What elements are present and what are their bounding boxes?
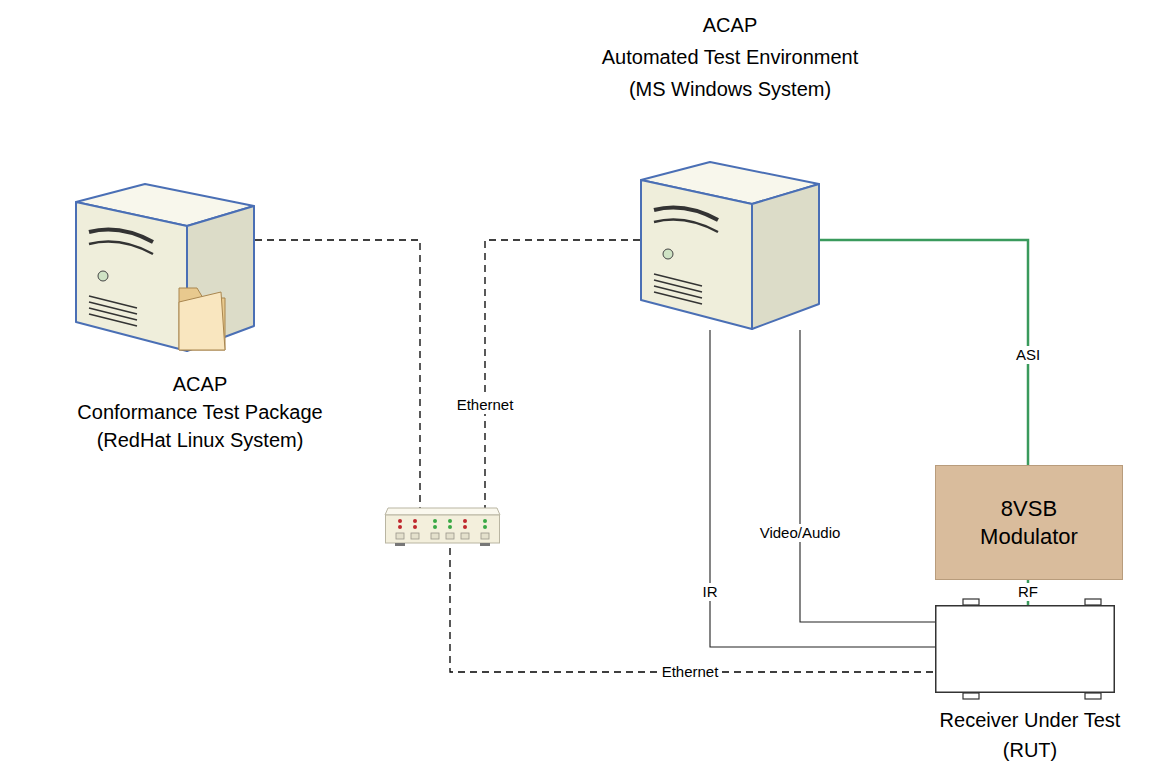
vent-line bbox=[89, 296, 137, 308]
label-holder: Conformance Test Package (RedHat Linux S… bbox=[68, 398, 333, 454]
ethernet-cable bbox=[450, 548, 935, 672]
status-led bbox=[463, 525, 467, 529]
test-environment-server: ACAPAutomated Test Environment (MS Windo… bbox=[585, 5, 875, 335]
switch-foot bbox=[395, 543, 405, 546]
modulator-box: 8VSB Modulator bbox=[935, 465, 1123, 580]
folder-icon bbox=[179, 288, 225, 350]
connector-label: Video/Audio bbox=[757, 524, 844, 542]
label-holder: ACAP bbox=[585, 9, 875, 41]
node-label: Conformance Test Package (RedHat Linux S… bbox=[68, 398, 333, 454]
connector-label-holder: ASI bbox=[1013, 346, 1043, 364]
switch-top bbox=[385, 508, 500, 515]
vent-line bbox=[89, 308, 137, 320]
connector-label-holder: Ethernet bbox=[454, 396, 517, 414]
connector-label-holder: Ethernet bbox=[659, 663, 722, 681]
vent-line bbox=[89, 314, 137, 326]
signal-wire bbox=[800, 330, 935, 622]
network-port bbox=[446, 533, 454, 539]
ethernet-cable bbox=[255, 240, 420, 508]
server-front bbox=[76, 202, 187, 351]
status-led bbox=[413, 525, 417, 529]
connector-label: RF bbox=[1015, 583, 1041, 601]
status-led bbox=[398, 519, 402, 523]
status-led bbox=[398, 525, 402, 529]
drive-slot bbox=[654, 220, 718, 232]
signal-cable bbox=[820, 240, 1028, 465]
node-label: ACAP bbox=[585, 9, 875, 41]
status-led bbox=[463, 519, 467, 523]
signal-cable bbox=[1027, 580, 1030, 605]
ethernet-cable bbox=[485, 240, 640, 508]
drive-slot bbox=[89, 230, 153, 242]
status-led bbox=[433, 519, 437, 523]
connector-label-holder: RF bbox=[1015, 583, 1041, 601]
vent-line bbox=[654, 274, 702, 286]
receiver-foot bbox=[1085, 693, 1101, 699]
switch-icon bbox=[385, 508, 500, 548]
network-port bbox=[411, 533, 419, 539]
status-led bbox=[413, 519, 417, 523]
power-light bbox=[98, 271, 108, 281]
network-port bbox=[481, 533, 489, 539]
connector-label: IR bbox=[700, 583, 721, 601]
receiver-box: Receiver Under Test (RUT) bbox=[930, 600, 1130, 770]
status-led bbox=[483, 519, 487, 523]
node-label: 8VSB Modulator bbox=[969, 495, 1089, 551]
power-light bbox=[663, 249, 673, 259]
node-label: ACAP bbox=[50, 370, 350, 398]
signal-wire bbox=[710, 330, 935, 647]
node-label: Automated Test Environment (MS Windows S… bbox=[585, 41, 875, 105]
network-port bbox=[431, 533, 439, 539]
server-side bbox=[752, 184, 819, 329]
status-led bbox=[483, 525, 487, 529]
drive-slot bbox=[654, 208, 718, 220]
server-icon bbox=[75, 180, 255, 352]
connector-label: Ethernet bbox=[454, 396, 517, 414]
status-led bbox=[448, 519, 452, 523]
connector-label-holder: Video/Audio bbox=[757, 524, 844, 542]
receiver-foot bbox=[963, 693, 979, 699]
receiver-foot bbox=[963, 599, 979, 605]
server-front bbox=[641, 180, 752, 329]
ethernet-switch bbox=[385, 508, 500, 548]
drive-slot bbox=[89, 242, 153, 254]
switch-body bbox=[386, 515, 500, 543]
status-led bbox=[448, 525, 452, 529]
label-holder: ACAP bbox=[50, 370, 350, 398]
vent-line bbox=[654, 292, 702, 304]
server-icon bbox=[640, 158, 820, 330]
connector-label: Ethernet bbox=[659, 663, 722, 681]
vent-line bbox=[89, 302, 137, 314]
network-port bbox=[396, 533, 404, 539]
label-holder: Automated Test Environment (MS Windows S… bbox=[585, 41, 875, 105]
status-led bbox=[433, 525, 437, 529]
receiver-icon bbox=[935, 605, 1115, 693]
network-port bbox=[461, 533, 469, 539]
vent-line bbox=[654, 280, 702, 292]
switch-foot bbox=[480, 543, 490, 546]
label-holder: Receiver Under Test (RUT) bbox=[930, 705, 1130, 765]
connector-label-holder: IR bbox=[700, 583, 721, 601]
receiver-housing bbox=[936, 606, 1115, 693]
node-label: Receiver Under Test (RUT) bbox=[930, 705, 1130, 765]
connector-label: ASI bbox=[1013, 346, 1043, 364]
receiver-foot bbox=[1085, 599, 1101, 605]
vent-line bbox=[654, 286, 702, 298]
conformance-server: ACAPConformance Test Package (RedHat Lin… bbox=[50, 175, 350, 465]
